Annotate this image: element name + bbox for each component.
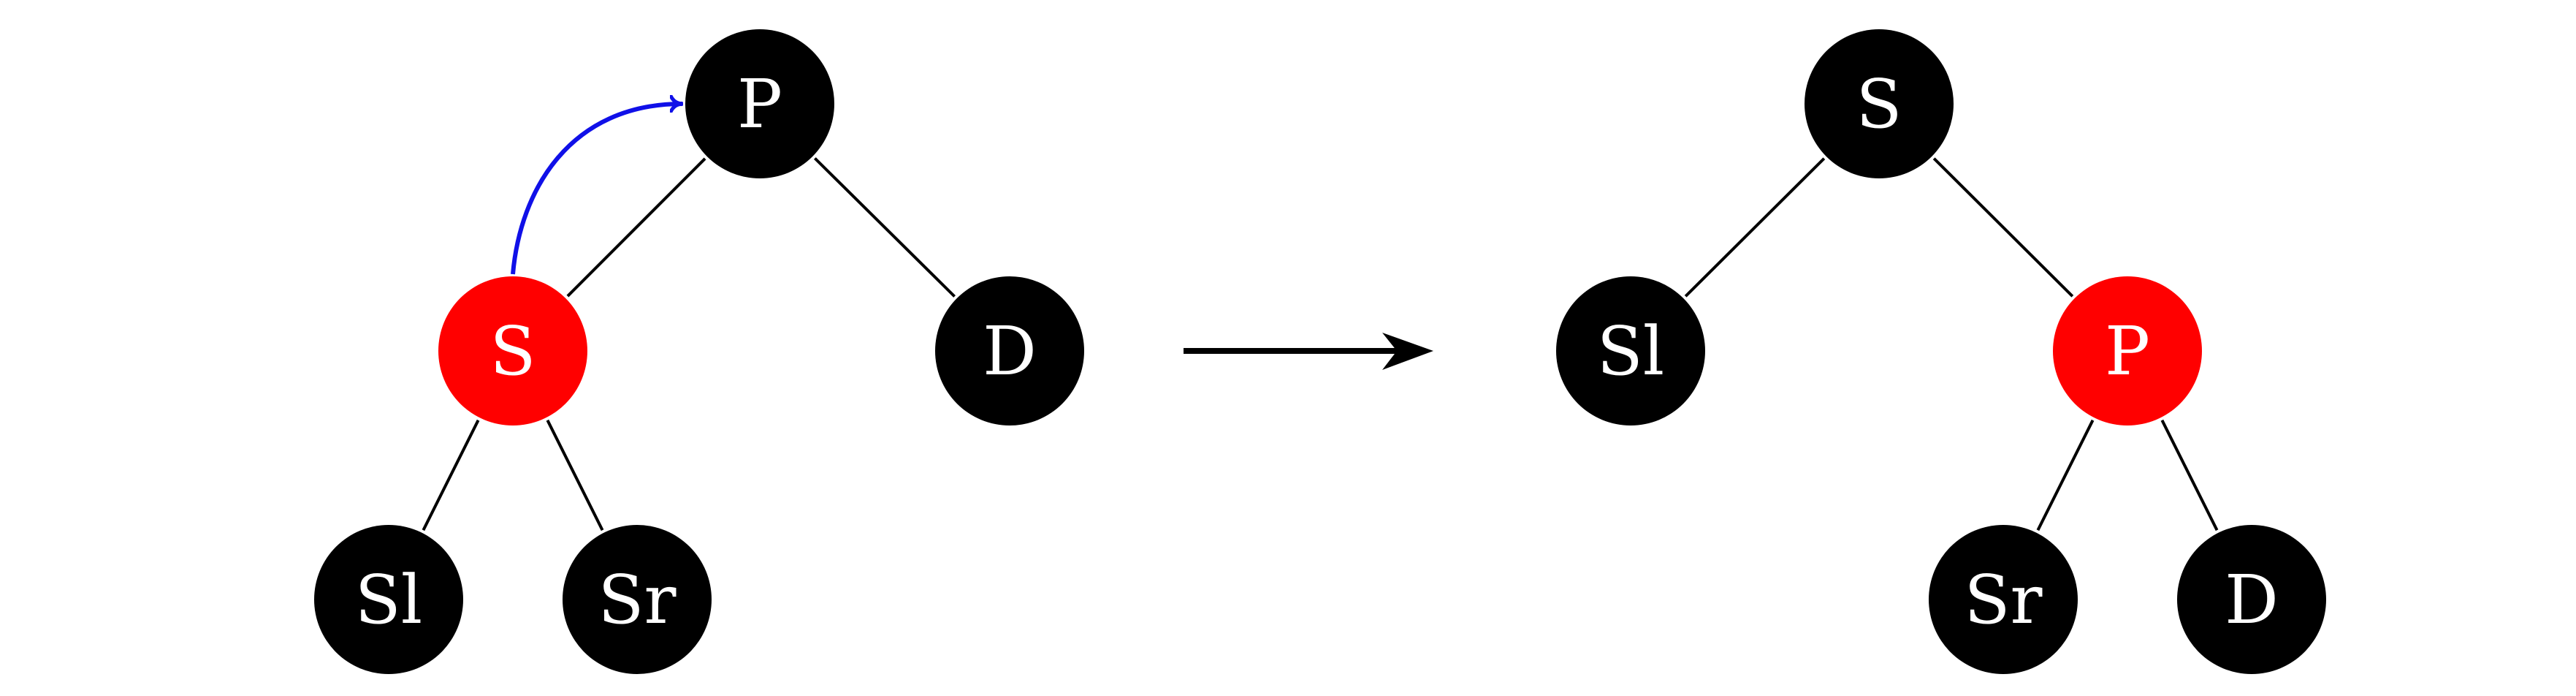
node-d: D	[2177, 525, 2326, 674]
node-s: S	[1805, 29, 1954, 178]
node-sr: Sr	[1929, 525, 2078, 674]
after-tree-edges	[1684, 157, 2219, 532]
node-sl: Sl	[1556, 276, 1705, 425]
transition-arrow	[1184, 333, 1433, 370]
node-label: D	[2225, 561, 2279, 639]
node-label: Sr	[598, 561, 676, 639]
node-label: Sl	[355, 561, 422, 639]
node-circle	[563, 525, 712, 674]
edge-s-sl	[1684, 157, 1826, 298]
edge-p-d	[2160, 419, 2219, 532]
node-label: P	[737, 65, 782, 143]
rotation-arrow	[511, 104, 682, 275]
node-circle	[1805, 29, 1954, 178]
node-circle	[438, 276, 587, 425]
node-label: Sl	[1597, 312, 1664, 390]
node-circle	[1929, 525, 2078, 674]
node-label: P	[2105, 312, 2150, 390]
node-circle	[685, 29, 834, 178]
after-tree-nodes: S Sl P Sr D	[1556, 29, 2326, 674]
after-tree: S Sl P Sr D	[1556, 29, 2326, 674]
node-s: S	[438, 276, 587, 425]
before-tree: P S D Sl Sr	[314, 29, 1084, 674]
edge-p-sr	[2036, 419, 2095, 532]
node-label: D	[983, 312, 1037, 390]
edge-p-s	[566, 157, 706, 298]
node-label: Sr	[1964, 561, 2042, 639]
node-sl: Sl	[314, 525, 463, 674]
node-circle	[2053, 276, 2202, 425]
node-label: S	[1856, 65, 1902, 143]
node-circle	[2177, 525, 2326, 674]
edge-s-sl	[422, 419, 480, 532]
node-label: S	[489, 312, 536, 390]
node-d: D	[935, 276, 1084, 425]
edge-s-p	[1932, 157, 2074, 298]
before-tree-edges	[422, 157, 956, 532]
edge-p-d	[813, 157, 956, 298]
node-circle	[935, 276, 1084, 425]
node-sr: Sr	[563, 525, 712, 674]
node-circle	[1556, 276, 1705, 425]
node-p: P	[685, 29, 834, 178]
edge-s-sr	[546, 419, 604, 532]
node-p: P	[2053, 276, 2202, 425]
node-circle	[314, 525, 463, 674]
before-tree-nodes: P S D Sl Sr	[314, 29, 1084, 674]
